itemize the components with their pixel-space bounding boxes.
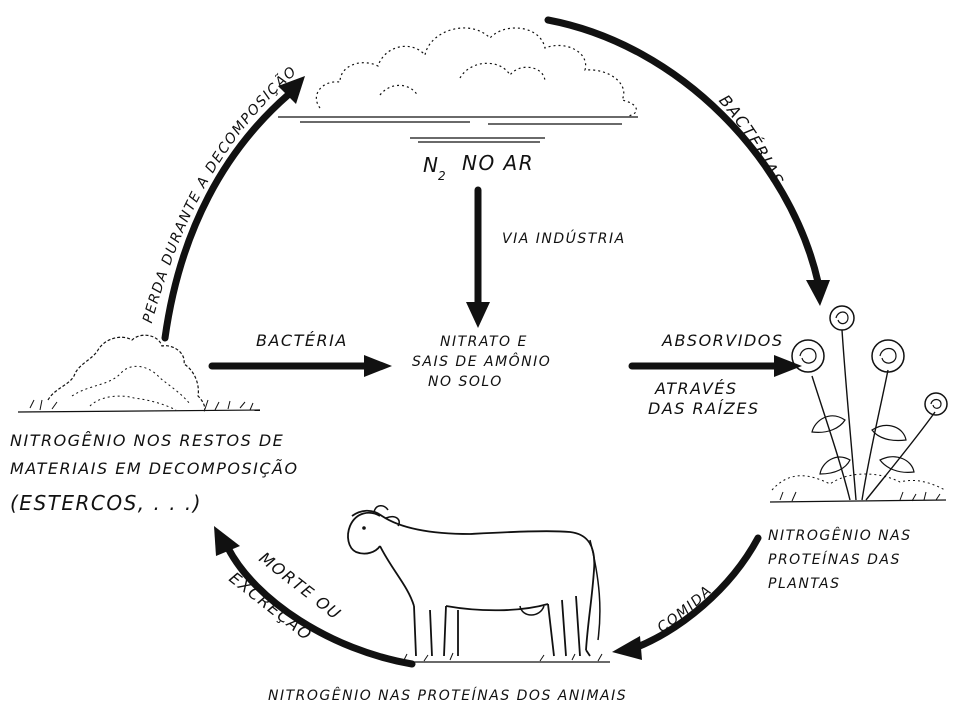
decomposition-line-1: NITROGÊNIO NOS RESTOS DE (10, 431, 284, 450)
arrow-plants-to-animals (612, 538, 758, 660)
edge-label-bacterias: BACTÉRIAS (715, 91, 788, 189)
edge-label-comida: COMIDA (655, 582, 716, 636)
air-n-label: N (423, 153, 439, 177)
cow-icon (348, 506, 610, 662)
compost-heap-icon (18, 335, 260, 412)
cloud-icon (278, 28, 638, 142)
arrow-soil-to-plants (632, 355, 802, 377)
plants-line-2: PROTEÍNAS DAS (768, 551, 901, 568)
svg-text:2: 2 (438, 169, 447, 183)
soil-line-2: SAIS DE AMÔNIO (412, 352, 551, 370)
air-suffix-label: NO AR (462, 151, 534, 175)
edge-label-via-industria: VIA INDÚSTRIA (502, 229, 626, 247)
arrow-air-to-plants (548, 20, 830, 306)
arrow-air-to-soil (466, 190, 490, 328)
plants-line-3: PLANTAS (768, 576, 841, 592)
arrow-decomposition-to-soil (212, 355, 392, 377)
soil-line-3: NO SOLO (428, 374, 503, 390)
plants-line-1: NITROGÊNIO NAS (768, 526, 912, 544)
soil-line-1: NITRATO E (440, 334, 528, 350)
svg-text:N: N (423, 153, 439, 177)
decomposition-line-2: MATERIAIS EM DECOMPOSIÇÃO (10, 459, 299, 478)
decomposition-node-label: NITROGÊNIO NOS RESTOS DE MATERIAIS EM DE… (10, 431, 299, 515)
edge-label-bacteria: BACTÉRIA (256, 331, 348, 350)
animals-node-label: NITROGÊNIO NAS PROTEÍNAS DOS ANIMAIS (268, 686, 627, 704)
air-node-label: N 2 NO AR (423, 151, 534, 183)
air-subscript-label: 2 (438, 169, 447, 183)
edge-label-absorvidos: ABSORVIDOS (661, 331, 784, 350)
rose-plant-icon (770, 306, 947, 502)
edge-label-atraves: ATRAVÉS (654, 379, 738, 398)
plants-node-label: NITROGÊNIO NAS PROTEÍNAS DAS PLANTAS (768, 526, 912, 592)
decomposition-line-3: (ESTERCOS, . . .) (10, 491, 202, 515)
edge-label-das-raizes: DAS RAÍZES (648, 399, 760, 418)
soil-node-label: NITRATO E SAIS DE AMÔNIO NO SOLO (412, 334, 551, 390)
